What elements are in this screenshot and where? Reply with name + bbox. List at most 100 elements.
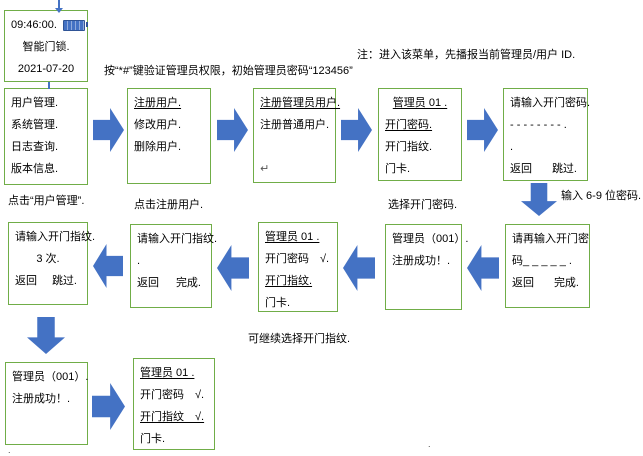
line-text: 开门密码. [385,119,433,131]
line-text: 开门密码 √. [140,389,205,401]
caption-select-open-password: 选择开门密码. [388,199,458,211]
line-text: ↵ [260,163,270,175]
screen-clock-line: 09:46:00. [11,14,88,36]
menu-user-mgmt-line: 删除用户. [134,136,204,158]
menu-register-type-line: ↵ [260,158,329,180]
caption-click-register-user: 点击注册用户. [134,199,204,211]
menu-user-mgmt-line: 注册用户. [134,92,204,114]
arrow-methods1-to-password [467,108,498,152]
menu-main-line: 用户管理. [11,92,81,114]
line-text: 码_ _ _ _ _ . [512,255,572,267]
screen-register-success-2: 管理员（001）.注册成功！. [5,362,88,445]
line-text: 注册用户. [134,97,182,109]
menu-open-methods-3-line: 管理员 01 . [140,362,208,384]
screen-clock-line: 2021-07-20 [11,58,81,80]
top-entry-arrow [58,0,60,8]
menu-main-line: 日志查询. [11,136,81,158]
line-text: 注册成功！. [12,393,71,405]
screen-reenter-password: 请再输入开门密码_ _ _ _ _ . 返回 完成. [505,224,590,308]
screen-enter-fingerprint-1-line: 3 次. [15,248,81,270]
line-text: 管理员（001）. [392,233,469,245]
top-entry-arrow-head [55,8,63,13]
screen-enter-fingerprint-2-line: 返回完成. [137,272,205,294]
menu-main-line: 系统管理. [11,114,81,136]
arrow-fingerprint1-down [27,317,65,354]
menu-main: 用户管理. 系统管理. 日志查询. 版本信息. [4,88,88,185]
screen-reenter-password-line: 请再输入开门密 [512,228,589,250]
line-text: 开门密码 √. [265,253,330,265]
menu-open-methods-1-line: 门卡. [385,158,455,180]
menu-open-methods-2: 管理员 01 . 开门密码 √. 开门指纹. 门卡. [258,222,338,312]
line-text: 注册成功！. [392,255,451,267]
screen-clock-line: 智能门锁. [11,36,81,58]
menu-open-methods-2-line: 开门密码 √. [265,248,331,270]
menu-user-mgmt-line: 修改用户. [134,114,204,136]
line-text: 版本信息. [11,163,59,175]
pair-right-text: 跳过. [551,163,577,175]
line-text: 日志查询. [11,141,59,153]
arrow-methods2-to-fingerprint2 [217,245,249,291]
menu-open-methods-3: 管理员 01 . 开门密码 √. 开门指纹 √. 门卡. [133,358,215,450]
screen-enter-fingerprint-1: 请输入开门指纹. 3 次.返回跳过. [8,222,95,305]
menu-open-methods-2-line: 管理员 01 . [265,226,331,248]
line-text: 删除用户. [134,141,182,153]
line-text: 2021-07-20 [17,63,75,75]
line-text: 请输入开门密码. [510,97,591,109]
battery-icon [62,19,88,31]
screen-enter-password-line: - - - - - - - - . [510,114,581,136]
caption-enter-6-9-digit-password: 输入 6-9 位密码. [561,190,642,202]
menu-open-methods-2-line: 开门指纹. [265,270,331,292]
screen-enter-fingerprint-2-line: . [137,250,205,272]
line-text: 修改用户. [134,119,182,131]
line-text: 09:46:00. [11,19,57,31]
line-text: 开门指纹. [385,141,433,153]
line-text: 开门指纹. [265,275,313,287]
arrow-fingerprint2-to-fingerprint1 [93,244,123,288]
arrow-reenter-to-success1 [467,245,499,291]
line-text: 门卡. [385,163,411,175]
menu-open-methods-3-line: 开门指纹 √. [140,406,208,428]
note-admin-password: 按“*#”键验证管理员权限，初始管理员密码“123456” [104,65,353,77]
screen-enter-fingerprint-2: 请输入开门指纹..返回完成. [130,224,217,308]
pair-right-text: 完成. [553,277,579,289]
line-text: 开门指纹 √. [140,411,205,423]
screen-reenter-password-line: 码_ _ _ _ _ . [512,250,583,272]
line-text: 请再输入开门密 [512,233,589,245]
arrow-usermgmt-to-regtype [217,108,248,152]
menu-register-type-line: 注册普通用户. [260,114,329,136]
line-text: 请输入开门指纹. [15,231,96,243]
menu-register-type: 注册管理员用户. 注册普通用户. ↵ [253,88,340,183]
arrow-regtype-to-methods1 [341,108,372,152]
screen-enter-password-line: 请输入开门密码. [510,92,590,114]
screen-register-success-1-line: 注册成功！. [392,250,455,272]
line-text: 注册管理员用户. [260,97,341,109]
pair-left-text: 返回 [512,277,534,289]
screen-register-success-2-line: 注册成功！. [12,388,81,410]
line-text: 管理员 01 . [140,367,195,379]
line-text: 请输入开门指纹. [137,233,218,245]
screen-enter-password-line: 返回 跳过. [510,158,581,180]
arrow-password-down [521,183,557,216]
screen-enter-fingerprint-1-line: 返回跳过. [15,270,81,292]
menu-register-type-line: 注册管理员用户. [260,92,340,114]
screen-register-success-1: 管理员（001）. 注册成功！. [385,224,468,310]
line-text: . [510,141,514,153]
menu-open-methods-1: 管理员 01 . 开门密码. 开门指纹. 门卡. [378,88,462,181]
pair-left-text: 返回 [510,163,532,175]
caption-continue-select-fingerprint: 可继续选择开门指纹. [248,333,351,345]
line-text: 门卡. [265,297,291,309]
line-text: 用户管理. [11,97,59,109]
pair-right-text: 跳过. [51,275,77,287]
line-text: 管理员 01 . [392,97,448,109]
note-menu-broadcast: 注：进入该菜单，先播报当前管理员/用户 ID. [357,49,576,61]
screen-enter-fingerprint-1-line: 请输入开门指纹. [15,226,95,248]
pair-right-text: 完成. [175,277,201,289]
screen-register-success-1-line: 管理员（001）. [392,228,468,250]
paragraph-mark-bottom-right: . [428,439,431,449]
line-text: 智能门锁. [22,41,70,53]
screen-enter-password: 请输入开门密码. - - - - - - - - .. 返回 跳过. [503,88,590,181]
screen-reenter-password-line: 返回 完成. [512,272,583,294]
clock-to-menu-line [48,82,50,89]
line-text: 门卡. [140,433,166,445]
line-text: 管理员 01 . [265,231,320,243]
